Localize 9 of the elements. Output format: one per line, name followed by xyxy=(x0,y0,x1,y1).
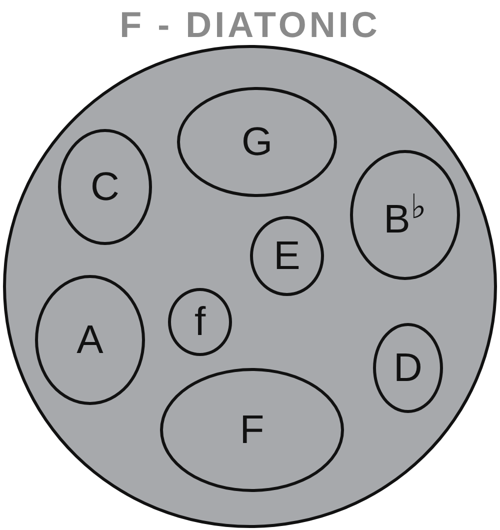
note-name: G xyxy=(241,120,273,164)
note-name: C xyxy=(90,164,120,210)
diagram-title: F - DIATONIC xyxy=(120,4,380,45)
note-name: B$^{♭}$ xyxy=(384,188,426,243)
note-name: f xyxy=(194,300,206,344)
note-name: A xyxy=(76,318,104,362)
note-name: E xyxy=(274,234,300,278)
note-name: D xyxy=(394,346,422,390)
note-name: F xyxy=(240,408,264,452)
